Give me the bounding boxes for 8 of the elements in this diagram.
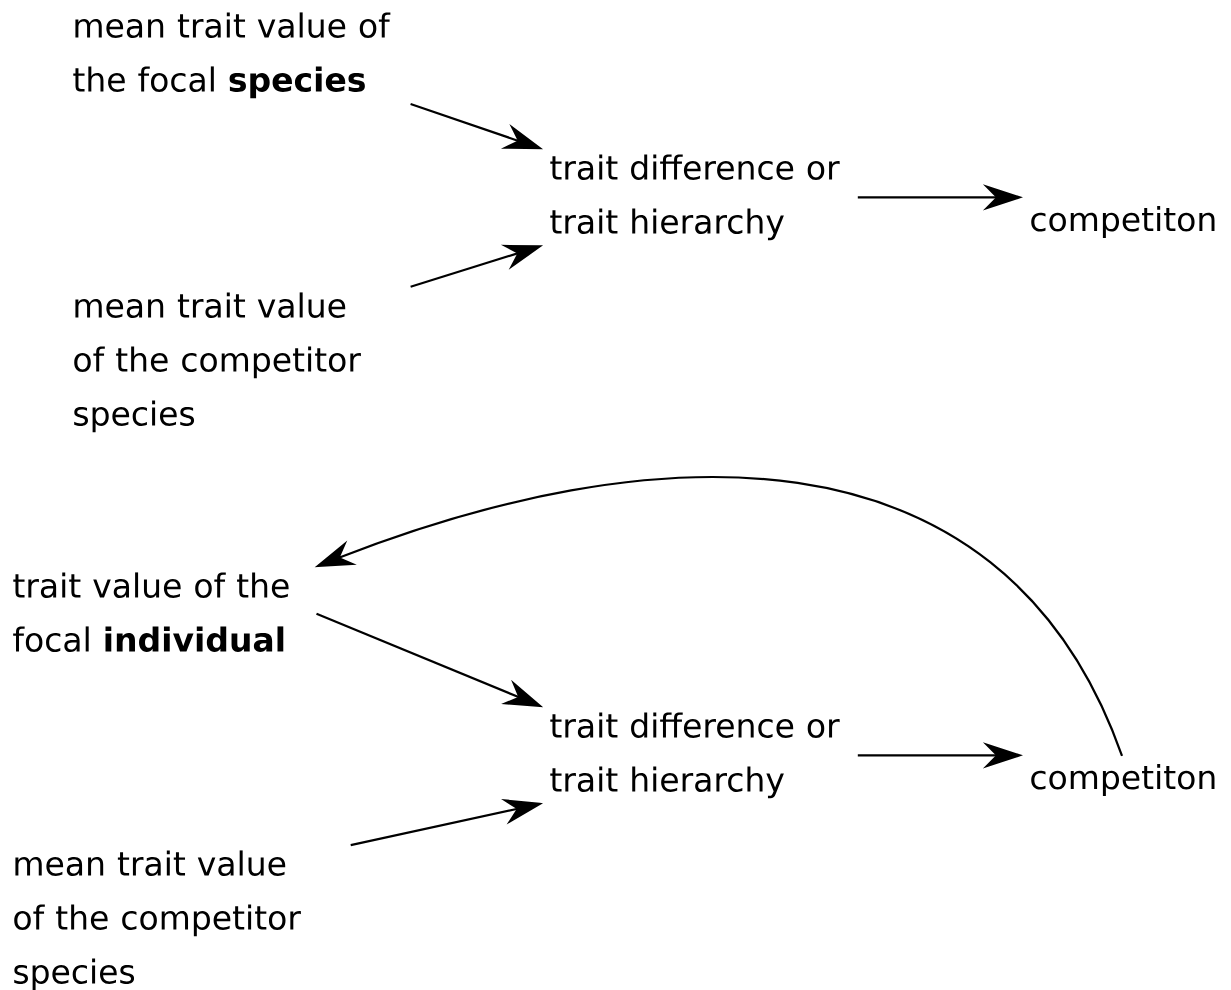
text-label: competiton [1031, 206, 1215, 238]
text-label: trait value of the focal individual [13, 572, 289, 652]
text-label: mean trait value of the competitor species [74, 292, 361, 433]
text-label: trait difference or trait hierarchy [550, 154, 840, 241]
text-label: mean trait value of the focal species [73, 12, 391, 99]
text-label: competiton [1031, 764, 1215, 796]
text-label: trait difference or trait hierarchy [550, 712, 840, 799]
text-label: mean trait value of the competitor species [14, 850, 301, 990]
